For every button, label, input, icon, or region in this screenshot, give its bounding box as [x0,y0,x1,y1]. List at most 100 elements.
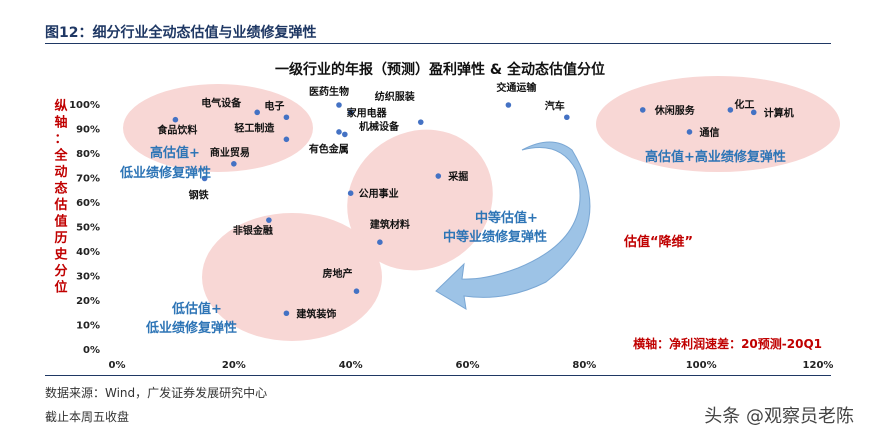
y-tick-label: 80% [76,149,100,160]
y-axis-label-char: 全 [53,148,68,164]
point-label: 休闲服务 [654,104,696,117]
point-label: 非银金融 [233,224,273,237]
y-tick-label: 50% [76,223,100,234]
point-有色金属 [342,131,348,138]
point-休闲服务 [639,107,646,113]
y-tick-label: 70% [76,174,100,185]
y-axis-label-char: 轴 [54,115,67,131]
point-label: 电气设备 [201,96,242,109]
y-tick-label: 90% [76,125,100,136]
bottom-rule [45,375,831,376]
point-label: 机械设备 [359,120,400,133]
region-high-valuation-low-elasticity [123,84,313,172]
point-钢铁 [201,175,208,182]
y-tick-label: 40% [76,247,100,258]
watermark: 头条 @观察员老陈 [704,406,854,427]
chart-title: 一级行业的年报（预测）盈利弹性 & 全动态估值分位 [275,61,605,78]
y-axis-label-char: 值 [54,214,67,230]
point-label: 医药生物 [309,85,349,98]
point-计算机 [750,109,757,116]
top-rule [45,43,831,44]
region-low-valuation-low-elasticity [202,213,382,341]
point-label: 建筑装饰 [295,307,336,320]
annotation-mid-2: 中等业绩修复弹性 [443,229,547,245]
x-tick-label: 100% [686,360,717,371]
point-商业贸易 [231,161,237,167]
point-label: 钢铁 [189,189,209,202]
region-high-valuation-high-elasticity [596,76,840,172]
point-食品饮料 [172,116,179,123]
y-tick-label: 60% [76,198,100,209]
point-label: 食品饮料 [156,124,197,137]
point-采掘 [435,173,442,179]
point-label: 纺织服装 [375,90,415,103]
point-label: 商业贸易 [210,146,250,159]
point-label: 电子 [264,99,284,112]
y-tick-label: 100% [69,100,100,111]
y-tick-label: 20% [76,296,100,307]
annotation-low-val-2: 低业绩修复弹性 [145,320,237,336]
annotation-low-val-1: 低估值+ [171,301,222,317]
point-label: 汽车 [545,99,565,112]
point-通信 [686,129,693,135]
x-tick-label: 40% [339,360,363,371]
y-axis-label-char: 史 [54,247,68,263]
point-label: 建筑材料 [369,218,410,231]
point-建筑材料 [377,239,383,245]
point-家用电器 [347,109,354,116]
point-label: 交通运输 [496,81,537,94]
point-label: 轻工制造 [234,121,275,134]
scatter-points [172,102,757,317]
x-axis-ticks: 0% 20% 40% 60% 80% 100% 120% [109,360,834,371]
point-纺织服装 [417,119,424,125]
x-axis-label: 横轴：净利润速差：20预测-20Q1 [633,336,822,351]
x-tick-label: 80% [572,360,596,371]
x-tick-label: 0% [109,360,126,371]
point-label: 通信 [699,126,719,139]
point-电子 [283,114,290,121]
point-label: 有色金属 [309,142,349,155]
data-note: 截止本周五收盘 [45,410,130,424]
y-axis-ticks: 0% 10% 20% 30% 40% 50% 60% 70% 80% 90% 100% [69,100,100,356]
point-建筑装饰 [283,310,290,317]
y-tick-label: 0% [83,345,100,356]
y-axis-label-char: 位 [54,280,67,296]
annotation-high-val-1: 高估值+ [150,145,200,161]
y-tick-label: 30% [76,272,100,283]
point-label: 计算机 [764,106,794,119]
figure-title: 图12：细分行业全动态估值与业绩修复弹性 [45,25,317,41]
point-机械设备 [336,129,342,135]
point-非银金融 [266,217,272,223]
point-化工 [727,107,734,113]
point-公用事业 [347,190,354,196]
y-tick-label: 10% [76,321,100,332]
y-axis-label-char: 估 [53,197,67,213]
y-axis-label-char: 态 [54,181,67,197]
point-label: 化工 [734,98,754,111]
x-tick-label: 60% [456,360,480,371]
x-tick-label: 20% [222,360,246,371]
y-axis-label-char: 历 [54,231,67,246]
region-mid-valuation-mid-elasticity [347,129,493,271]
point-交通运输 [505,102,512,108]
point-汽车 [564,114,570,121]
annotation-downgrade: 估值“降维” [623,234,693,250]
annotation-mid-1: 中等估值+ [475,210,538,226]
point-label: 家用电器 [347,106,388,119]
point-label: 采掘 [447,170,468,183]
annotation-high-high: 高估值+高业绩修复弹性 [645,149,786,165]
point-房地产 [353,288,360,295]
annotation-high-val-2: 低业绩修复弹性 [119,165,211,181]
x-tick-label: 120% [803,360,834,371]
y-axis-label-char: 纵 [54,98,67,114]
point-医药生物 [336,102,342,108]
y-axis-label-char: ： [54,132,67,147]
y-axis-label-char: 分 [54,263,67,279]
point-label: 房地产 [323,267,353,280]
point-label: 公用事业 [359,187,399,200]
y-axis-label-char: 动 [54,165,67,180]
point-轻工制造 [283,136,290,143]
